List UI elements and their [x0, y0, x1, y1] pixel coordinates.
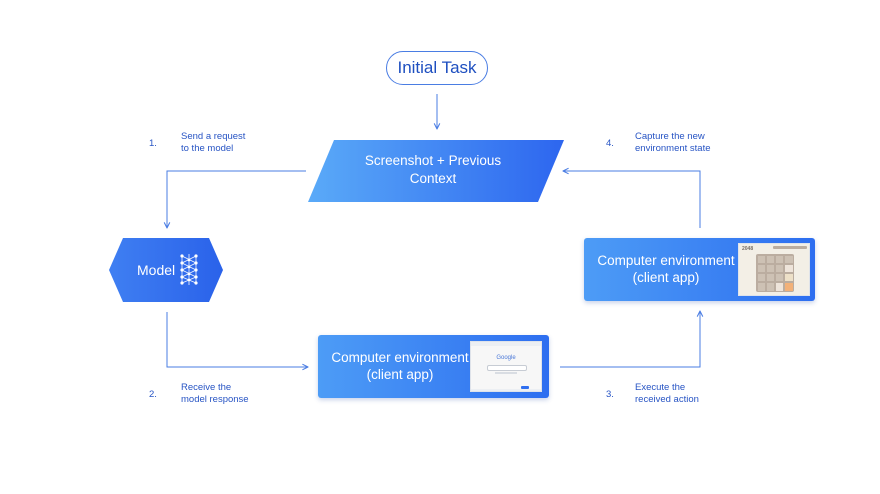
env-right-label: Computer environment (client app): [597, 253, 735, 285]
browser-screenshot-thumbnail: Google: [470, 341, 542, 392]
step-1-text: Send a request to the model: [181, 131, 246, 154]
env-bottom-label: Computer environment (client app): [331, 350, 469, 382]
arrow-step-1: [167, 170, 306, 228]
screenshot-context-shape: [308, 140, 564, 202]
model-label: Model: [137, 262, 176, 278]
initial-task-pill: Initial Task: [386, 51, 488, 85]
computer-environment-right: Computer environment (client app) 2048: [584, 238, 815, 301]
step-3-number: 3.: [606, 389, 614, 400]
thumbnail-game-title: 2048: [742, 246, 754, 252]
neural-network-icon: [180, 254, 198, 285]
step-2-number: 2.: [149, 389, 157, 400]
initial-task-label: Initial Task: [397, 58, 477, 77]
arrow-step-4: [563, 171, 701, 228]
step-3-text: Execute the received action: [635, 382, 699, 405]
arrow-step-2: [166, 312, 308, 367]
game-board: [756, 254, 794, 292]
computer-environment-bottom: Computer environment (client app) Google: [318, 335, 549, 398]
thumbnail-google-logo: Google: [496, 355, 516, 361]
model-hexagon: [109, 238, 223, 302]
arrow-step-3: [560, 311, 700, 368]
step-1-number: 1.: [149, 138, 157, 149]
step-4-text: Capture the new environment state: [635, 131, 711, 154]
game-screenshot-thumbnail: 2048: [738, 243, 810, 296]
step-4-number: 4.: [606, 138, 614, 149]
step-2-text: Receive the model response: [181, 382, 249, 405]
screenshot-context-label: Screenshot + Previous Context: [364, 153, 502, 186]
